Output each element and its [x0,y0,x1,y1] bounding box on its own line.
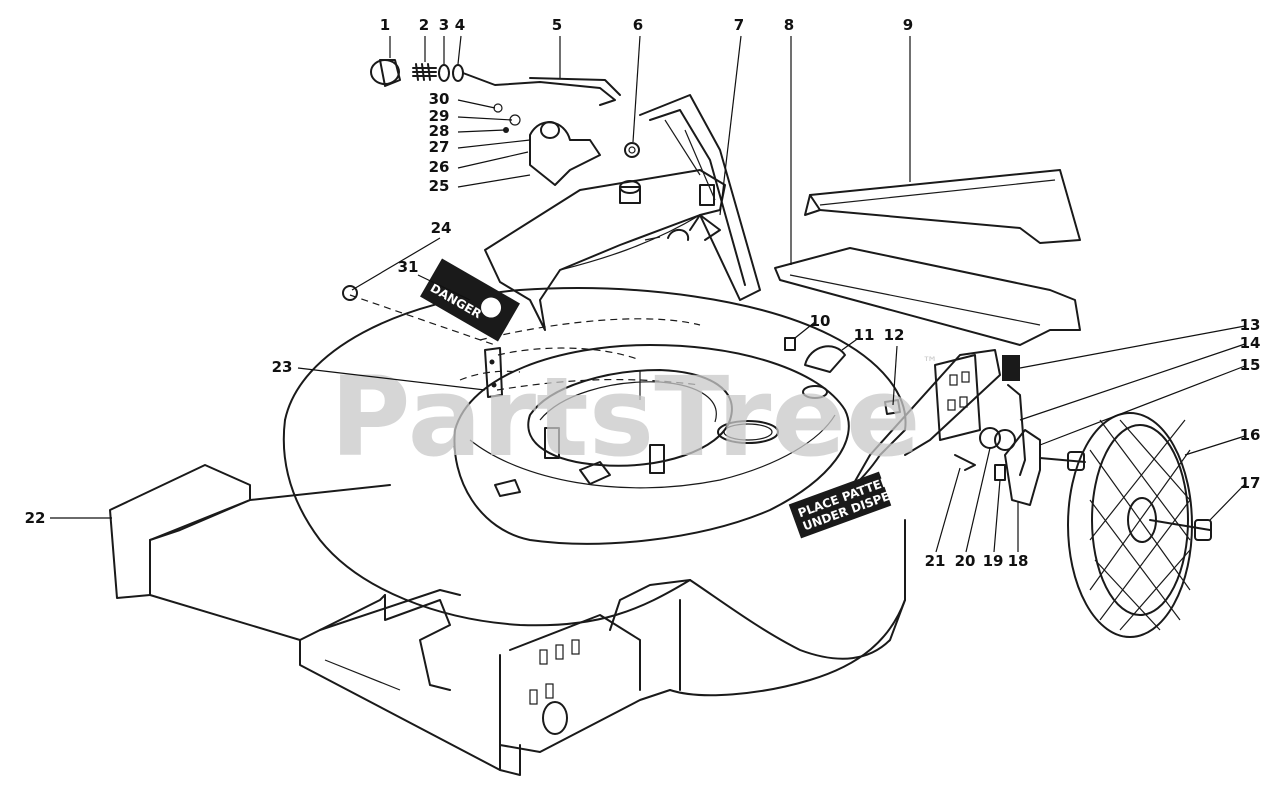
callout-13: 13 [1240,316,1261,334]
front-bumper [109,464,501,771]
watermark-trademark: ™ [922,353,938,372]
leader-line-16 [1184,435,1246,456]
height-adjuster [493,103,601,186]
callout-31: 31 [398,258,419,276]
leader-line-21 [935,467,961,553]
callout-12: 12 [884,326,905,344]
callout-3: 3 [439,16,449,34]
callout-14: 14 [1240,334,1261,352]
rear-wheel [1039,412,1212,638]
callout-22: 22 [25,509,46,527]
callout-18: 18 [1008,552,1029,570]
leader-line-26 [457,151,529,169]
callout-28: 28 [429,122,450,140]
leader-line-10 [794,321,816,339]
callout-15: 15 [1240,356,1261,374]
callout-29: 29 [429,107,450,125]
leader-line-20 [965,447,991,553]
part-24-bolt [342,285,358,301]
part-23-bracket [484,347,503,398]
callout-10: 10 [810,312,831,330]
wheel-bracket [954,355,1041,506]
rear-cover-9 [804,169,1081,244]
mower-deck [282,287,1001,776]
small-parts [370,59,640,158]
leader-line-23 [297,367,486,391]
callout-17: 17 [1240,474,1261,492]
leader-line-7 [719,35,742,216]
leader-line-11 [841,336,861,351]
callout-8: 8 [784,16,794,34]
callout-24: 24 [431,219,452,237]
leader-line-27 [457,139,531,149]
leader-line-25 [457,174,531,188]
callout-30: 30 [429,90,450,108]
callout-7: 7 [734,16,744,34]
leader-line-24 [351,237,441,291]
watermark-text: PartsTree [330,353,921,481]
watermark: PartsTree ™ [330,353,938,481]
rear-chute-flap [639,94,761,301]
leader-line-13 [1019,325,1246,369]
rear-plate-8 [774,247,1081,346]
callout-19: 19 [983,552,1004,570]
engine-shroud [484,169,726,331]
callout-21: 21 [925,552,946,570]
callout-25: 25 [429,177,450,195]
leader-line-19 [993,479,1001,553]
leader-line-17 [1209,483,1246,521]
leader-line-15 [1039,365,1246,446]
leader-line-30 [457,99,496,109]
callout-23: 23 [272,358,293,376]
leader-line-14 [1019,343,1246,421]
leader-line-6 [632,35,641,143]
callout-9: 9 [903,16,913,34]
callout-27: 27 [429,138,450,156]
callout-6: 6 [633,16,643,34]
callout-16: 16 [1240,426,1261,444]
leader-line-4 [457,35,462,65]
callout-5: 5 [552,16,562,34]
leader-line-28 [457,129,506,133]
leader-line-12 [892,345,898,406]
callout-26: 26 [429,158,450,176]
leader-line-29 [457,116,513,121]
leader-line-31 [417,274,471,301]
callout-2: 2 [419,16,429,34]
callout-20: 20 [955,552,976,570]
callout-4: 4 [455,16,465,34]
callout-11: 11 [854,326,875,344]
callout-1: 1 [380,16,390,34]
